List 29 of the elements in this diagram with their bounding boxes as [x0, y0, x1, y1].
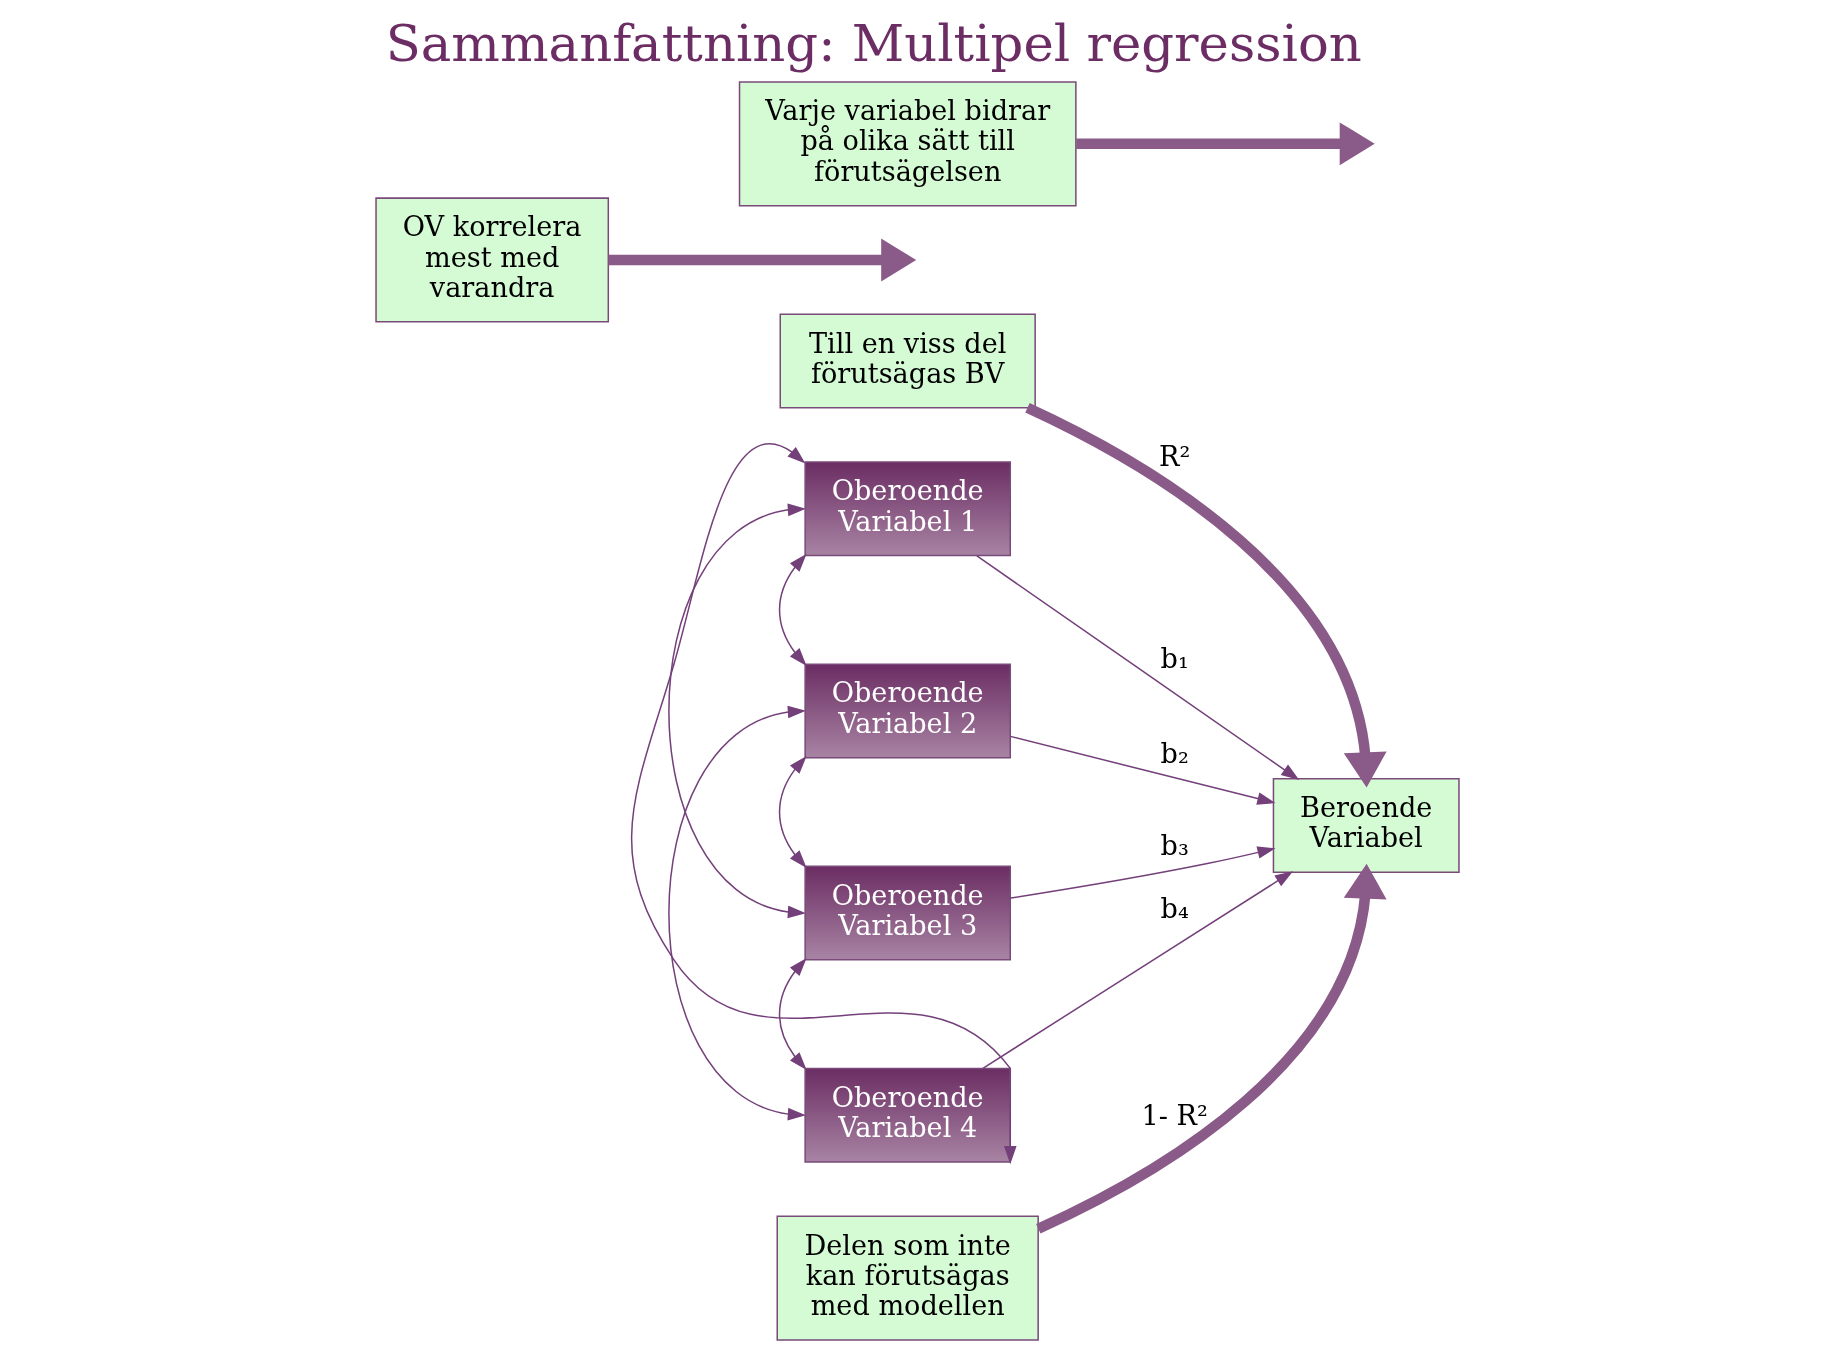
arrow [1009, 846, 1276, 899]
arrow [778, 755, 807, 868]
diagram-title: Sammanfattning: Multipel regression [385, 13, 1362, 74]
node-box: Delen som inte kan förutsägas med modellen [775, 1215, 1039, 1341]
arrow [1024, 403, 1387, 788]
arrow [1075, 122, 1375, 166]
node-box: Varje variabel bidrar på olika sätt till förutsägelsen [738, 81, 1077, 207]
node-box: Beroende Variabel [1272, 778, 1460, 874]
node-box: Oberoende Variabel 2 [803, 663, 1011, 759]
arrow [667, 705, 806, 1121]
arrow [1009, 735, 1275, 805]
node-box: Oberoende Variabel 3 [803, 865, 1011, 961]
edge-label: b₃ [1160, 829, 1189, 861]
node-box: Till en viss del förutsägas BV [779, 313, 1036, 409]
edge-label: b₄ [1160, 893, 1189, 925]
node-box: Oberoende Variabel 1 [803, 461, 1011, 557]
arrow [667, 503, 806, 919]
node-box: OV korrelera mest med varandra [374, 197, 609, 323]
edge-label: b₂ [1160, 737, 1189, 769]
edge-label: 1- R² [1140, 1099, 1208, 1131]
arrow [975, 555, 1299, 781]
arrow [778, 958, 807, 1071]
edge-label: b₁ [1160, 642, 1189, 674]
arrow [608, 238, 916, 282]
edge-label: R² [1158, 440, 1190, 472]
arrow [1035, 863, 1387, 1234]
arrow [778, 553, 807, 666]
node-box: Oberoende Variabel 4 [803, 1067, 1011, 1163]
arrow [981, 871, 1293, 1070]
